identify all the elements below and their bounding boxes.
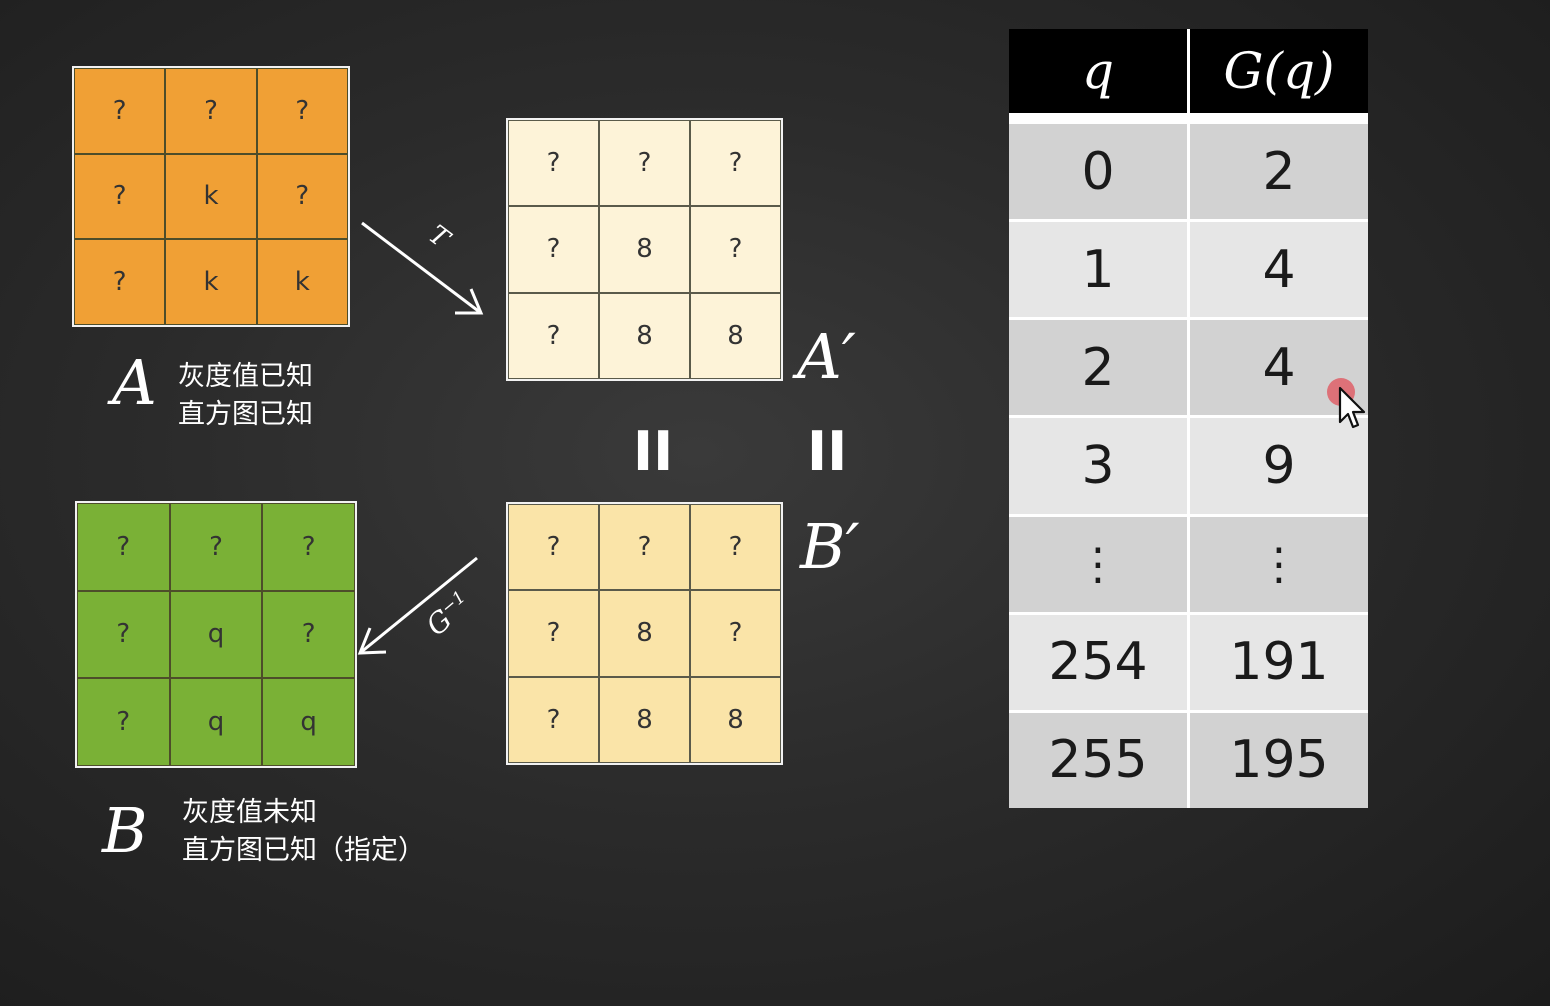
- matrix-cell: q: [262, 678, 355, 766]
- matrix-cell: 8: [599, 590, 690, 677]
- mapping-table: q G(q) 0 2 1 4 2 4 3 9 ⋮ ⋮ 254 191 255 1…: [1009, 29, 1368, 808]
- matrix-cell: ?: [74, 239, 166, 325]
- table-cell: ⋮: [1190, 513, 1368, 612]
- equals-sign-left: II: [633, 420, 674, 483]
- table-cell: 191: [1190, 611, 1368, 710]
- table-cell: 4: [1190, 219, 1368, 318]
- table-cell: 1: [1009, 219, 1187, 318]
- table-header-gq: G(q): [1190, 29, 1368, 121]
- matrix-cell: ?: [77, 503, 170, 591]
- matrix-b-note-line2: 直方图已知（指定）: [182, 835, 425, 866]
- matrix-b-prime: ? ? ? ? 8 ? ? 8 8: [506, 502, 783, 765]
- matrix-cell: ?: [256, 153, 348, 240]
- matrix-cell: ?: [508, 504, 599, 591]
- matrix-cell: k: [165, 153, 257, 240]
- matrix-cell: ?: [690, 504, 781, 591]
- matrix-b-label: B: [102, 794, 148, 867]
- matrix-cell: ?: [169, 503, 263, 591]
- matrix-cell: ?: [690, 120, 781, 207]
- table-cell: ⋮: [1009, 513, 1187, 612]
- matrix-cell: ?: [74, 153, 166, 240]
- matrix-cell: 8: [599, 292, 690, 379]
- matrix-cell: 8: [599, 676, 690, 763]
- equals-sign-right: II: [807, 420, 848, 483]
- matrix-cell: ?: [690, 590, 781, 677]
- table-cell: 254: [1009, 611, 1187, 710]
- matrix-b-note: 灰度值未知 直方图已知（指定）: [182, 794, 425, 870]
- table-cell: 3: [1009, 415, 1187, 514]
- arrow-t: [361, 221, 484, 315]
- matrix-a-prime-label: A′: [797, 320, 856, 393]
- matrix-a-note: 灰度值已知 直方图已知: [178, 358, 313, 434]
- matrix-cell: ?: [165, 68, 257, 154]
- matrix-cell: ?: [262, 590, 355, 679]
- matrix-cell: ?: [77, 590, 170, 679]
- matrix-cell: ?: [599, 120, 690, 207]
- matrix-cell: k: [256, 239, 348, 325]
- matrix-cell: ?: [508, 676, 599, 763]
- matrix-cell: q: [169, 678, 263, 766]
- matrix-a-label: A: [112, 346, 157, 419]
- table-cell: 255: [1009, 709, 1187, 808]
- table-cell: 4: [1190, 317, 1368, 416]
- table-cell: 0: [1009, 121, 1187, 220]
- matrix-a: ? ? ? ? k ? ? k k: [72, 66, 350, 327]
- matrix-b-note-line1: 灰度值未知: [182, 797, 317, 828]
- matrix-cell: 8: [690, 292, 781, 379]
- table-cell: 195: [1190, 709, 1368, 808]
- table-cell: 2: [1190, 121, 1368, 220]
- matrix-cell: ?: [74, 68, 166, 154]
- matrix-cell: q: [169, 590, 263, 679]
- arrow-g-inverse: [357, 556, 478, 655]
- matrix-cell: ?: [508, 590, 599, 677]
- matrix-cell: ?: [508, 120, 599, 207]
- matrix-b: ? ? ? ? q ? ? q q: [75, 501, 357, 768]
- matrix-b-prime-label: B′: [800, 510, 860, 583]
- table-header-q: q: [1009, 29, 1187, 121]
- matrix-cell: ?: [508, 206, 599, 293]
- matrix-cell: ?: [256, 68, 348, 154]
- matrix-cell: ?: [599, 504, 690, 591]
- matrix-cell: 8: [599, 206, 690, 293]
- matrix-a-prime: ? ? ? ? 8 ? ? 8 8: [506, 118, 783, 381]
- matrix-cell: ?: [262, 503, 355, 591]
- mouse-pointer-icon: [1327, 378, 1366, 429]
- matrix-a-note-line1: 灰度值已知: [178, 361, 313, 392]
- table-cell: 9: [1190, 415, 1368, 514]
- matrix-cell: ?: [690, 206, 781, 293]
- matrix-cell: ?: [77, 678, 170, 766]
- matrix-a-note-line2: 直方图已知: [178, 399, 313, 430]
- matrix-cell: ?: [508, 292, 599, 379]
- table-cell: 2: [1009, 317, 1187, 416]
- matrix-cell: 8: [690, 676, 781, 763]
- matrix-cell: k: [165, 239, 257, 325]
